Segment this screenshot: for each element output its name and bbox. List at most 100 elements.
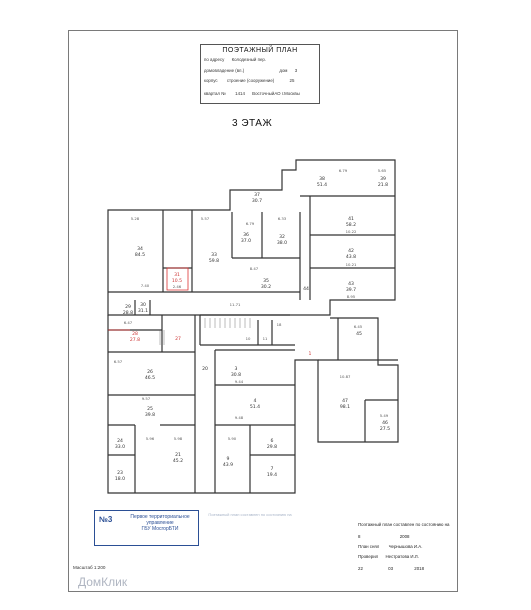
district-value: 1414 [235,91,245,96]
room-area-37: 30.7 [252,198,262,204]
compiled-note: Поэтажный план составлен по состоянию на [358,522,450,527]
room-area-9: 43.9 [223,462,233,468]
svg-text:5.96: 5.96 [146,436,155,441]
room-area-42: 43.8 [346,254,356,260]
svg-text:10: 10 [246,336,251,341]
scale-label: Масштаб 1:200 [73,565,106,570]
svg-text:5.28: 5.28 [131,216,140,221]
svg-text:8.95: 8.95 [347,294,356,299]
address-value: Колодезный пер. [231,57,267,62]
watermark: ДомКлик [78,575,128,589]
svg-text:2.46: 2.46 [173,284,182,289]
structure-value: 25 [289,78,295,83]
room-area-35: 30.2 [261,284,271,290]
room-area-31: 10.5 [172,278,182,284]
room-num-4: 4 [254,398,257,404]
room-num-37: 37 [254,192,260,198]
svg-text:5.65: 5.65 [378,168,387,173]
header-box: ПОЭТАЖНЫЙ ПЛАН по адресу Колодезный пер.… [200,44,320,104]
room-num-1: 1 [309,351,312,357]
room-num-44: 44 [303,286,309,292]
svg-text:9.44: 9.44 [235,379,244,384]
room-area-3: 30.8 [231,372,241,378]
svg-text:10.22: 10.22 [346,229,357,234]
room-num-29: 29 [125,304,131,310]
room-area-24: 33.0 [115,444,125,450]
room-num-6: 6 [271,438,274,444]
house-value: 3 [294,68,298,73]
address-row: по адресу Колодезный пер. [204,57,267,62]
room-area-21: 45.2 [173,458,183,464]
room-area-33: 84.5 [135,252,145,258]
room-area-25: 39.8 [145,412,155,418]
room-num-7: 7 [271,466,274,472]
svg-text:11.71: 11.71 [230,302,241,307]
area-value: ВосточныйАО г.Москвы [252,91,300,96]
plan-sheet [68,30,458,592]
room-num-39: 39 [380,176,386,182]
svg-text:6.79: 6.79 [339,168,348,173]
svg-text:5.57: 5.57 [201,216,210,221]
room-area-36: 37.0 [241,238,251,244]
svg-text:10.21: 10.21 [346,262,357,267]
room-num-47: 47 [342,398,348,404]
room-area-41: 58.2 [346,222,356,228]
room-num-42: 42 [348,248,354,254]
svg-text:6.33: 6.33 [278,216,287,221]
sign-date-row: 22 03 2018 [358,566,425,571]
room-num-28: 28 [132,331,138,337]
room-num-24: 24 [117,438,123,444]
room-num-23: 23 [117,470,123,476]
svg-text:6.47: 6.47 [124,320,133,325]
checker-row: Проверил Нестратова И.Л. [358,554,419,559]
room-area-30: 31.1 [138,308,148,314]
room-area-28: 27.8 [130,337,140,343]
room-area-6: 29.8 [267,444,277,450]
room-num-35: 35 [263,278,269,284]
room-area-7: 19.4 [267,472,277,478]
room-num-46: 46 [382,420,388,426]
compiled-date: 8 2008 [358,534,410,539]
room-area-23: 18.0 [115,476,125,482]
room-num-20: 20 [202,366,208,372]
plan-title: ПОЭТАЖНЫЙ ПЛАН [222,47,298,54]
svg-text:11: 11 [263,336,268,341]
room-area-4: 51.4 [250,404,260,410]
svg-text:5.49: 5.49 [380,413,389,418]
house-row: домовладение (вл.) дом 3 [204,68,298,73]
room-num-31: 31 [174,272,180,278]
room-num-41: 41 [348,216,354,222]
room-num-27: 27 [175,336,181,342]
room-area-34: 59.8 [209,258,219,264]
signature-block: Поэтажный план составлен по состоянию на… [354,516,454,574]
room-area-47: 98.1 [340,404,350,410]
room-area-39: 21.8 [378,182,388,188]
svg-text:10.87: 10.87 [340,374,351,379]
room-num-38: 38 [319,176,325,182]
floor-title: 3 ЭТАЖ [232,118,273,129]
stamp-number: №3 [99,515,113,524]
svg-text:8.47: 8.47 [250,266,259,271]
room-num-45: 45 [356,331,362,337]
room-num-26: 26 [147,369,153,375]
room-area-46: 27.5 [380,426,390,432]
svg-text:9.48: 9.48 [235,415,244,420]
svg-text:5.98: 5.98 [174,436,183,441]
room-area-26: 46.5 [145,375,155,381]
room-num-21: 21 [175,452,181,458]
room-area-43: 39.7 [346,287,356,293]
room-area-38: 51.4 [317,182,327,188]
svg-text:7.40: 7.40 [141,283,150,288]
svg-text:6.79: 6.79 [246,221,255,226]
district-row: квартал № 1414 ВосточныйАО г.Москвы [204,91,300,96]
room-num-25: 25 [147,406,153,412]
svg-text:6.45: 6.45 [354,324,363,329]
svg-text:6.57: 6.57 [114,359,123,364]
room-num-30: 30 [140,302,146,308]
faint-note-left: Поэтажный план составлен по состоянию на [208,512,292,517]
svg-text:9.57: 9.57 [142,396,151,401]
room-area-32: 38.0 [277,240,287,246]
room-num-9: 9 [227,456,230,462]
room-num-43: 43 [348,281,354,287]
